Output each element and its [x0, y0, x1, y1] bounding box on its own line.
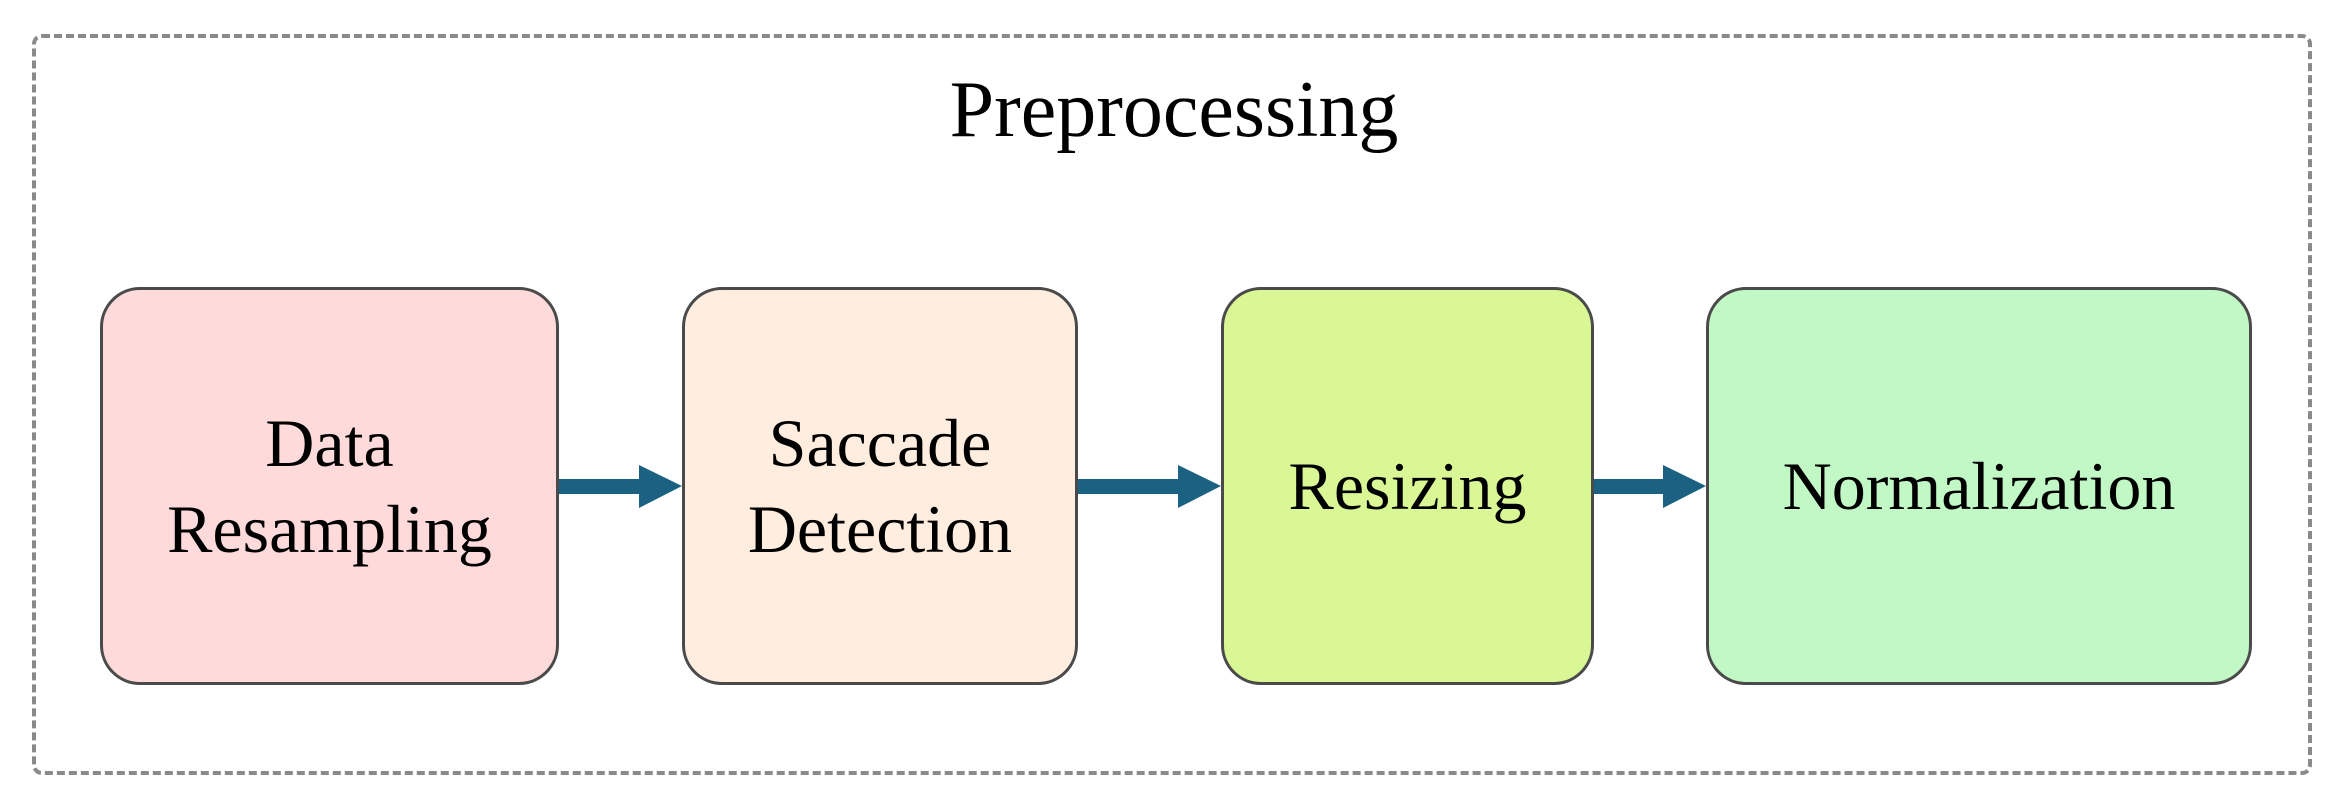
arrow-resizing-to-normalization [1594, 465, 1706, 508]
step-normalization: Normalization [1706, 287, 2252, 685]
step-data-resampling: Data Resampling [100, 287, 559, 685]
step-label: Resizing [1288, 448, 1527, 524]
step-label: Saccade Detection [747, 405, 1013, 567]
step-label: Data Resampling [167, 405, 492, 567]
step-label: Normalization [1782, 448, 2176, 524]
group-title: Preprocessing [949, 66, 1399, 154]
preprocessing-group-frame [32, 34, 2312, 775]
step-saccade-detection: Saccade Detection [682, 287, 1078, 685]
arrow-saccade-to-resizing [1078, 465, 1221, 508]
step-resizing: Resizing [1221, 287, 1594, 685]
arrow-resampling-to-saccade [559, 465, 682, 508]
